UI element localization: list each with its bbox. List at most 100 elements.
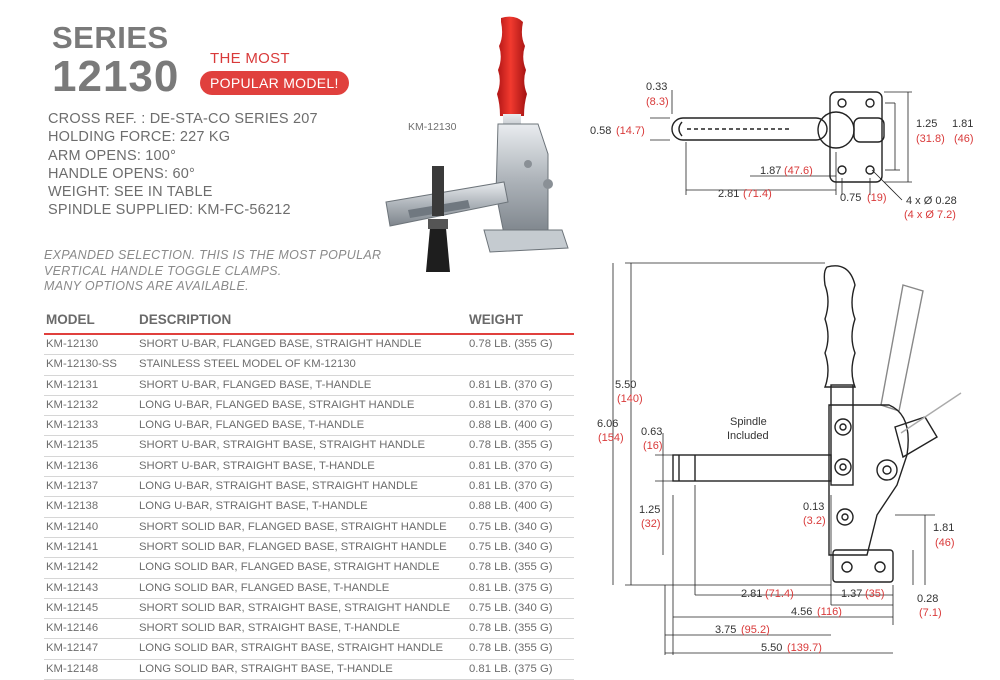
dim-3-2: (3.2) [803, 515, 826, 527]
table-row: KM-12147 LONG SOLID BAR, STRAIGHT BASE, S… [44, 639, 574, 660]
dim-140: (140) [617, 393, 643, 405]
model-cell: KM-12136 [46, 459, 99, 472]
description-cell: SHORT U-BAR, FLANGED BASE, STRAIGHT HAND… [139, 338, 422, 350]
model-cell: KM-12141 [46, 540, 99, 553]
weight-cell: 0.78 LB. (355 G) [469, 561, 553, 574]
weight-cell: 0.81 LB. (370 G) [469, 459, 553, 472]
dim-1-81-side: 1.81 [933, 522, 954, 534]
description-cell: SHORT U-BAR, FLANGED BASE, T-HANDLE [139, 378, 372, 391]
dim-7-1: (7.1) [919, 607, 942, 619]
dim-5-50-h: 5.50 [615, 379, 636, 391]
spec-weight: WEIGHT: SEE IN TABLE [48, 184, 213, 201]
model-cell: KM-12130-SS [46, 358, 117, 371]
weight-cell: 0.81 LB. (370 G) [469, 378, 553, 391]
table-row: KM-12145 SHORT SOLID BAR, STRAIGHT BASE, … [44, 599, 574, 620]
spec-spindle: SPINDLE SUPPLIED: KM-FC-56212 [48, 202, 291, 219]
spec-holding-force: HOLDING FORCE: 227 KG [48, 129, 231, 146]
weight-cell: 0.81 LB. (375 G) [469, 662, 553, 675]
dim-0-58: 0.58 [590, 125, 611, 137]
header-model: MODEL [46, 312, 95, 327]
description-cell: STAINLESS STEEL MODEL OF KM-12130 [139, 358, 356, 371]
dim-1-87: 1.87 [760, 165, 781, 177]
model-cell: KM-12130 [46, 338, 99, 350]
dim-2-81: 2.81 [718, 188, 739, 200]
weight-cell: 0.81 LB. (370 G) [469, 480, 553, 493]
model-cell: KM-12132 [46, 398, 99, 411]
model-cell: KM-12146 [46, 622, 99, 635]
note-line: VERTICAL HANDLE TOGGLE CLAMPS. [44, 263, 282, 278]
product-photo [385, 16, 569, 272]
model-cell: KM-12142 [46, 561, 99, 574]
popular-badge: POPULAR MODEL! [200, 71, 349, 95]
dim-4-56: 4.56 [791, 606, 812, 618]
spindle-label: Spindle [730, 416, 767, 428]
dim-1-81: 1.81 [952, 118, 973, 130]
dim-139-7: (139.7) [787, 642, 822, 654]
series-number: 12130 [52, 52, 180, 101]
table-row: KM-12137 LONG U-BAR, STRAIGHT BASE, STRAI… [44, 477, 574, 498]
product-label: KM-12130 [408, 121, 457, 133]
weight-cell: 0.78 LB. (355 G) [469, 622, 553, 635]
dim-hole: 4 x Ø 0.28 [906, 195, 957, 207]
model-cell: KM-12143 [46, 581, 99, 594]
description-cell: LONG SOLID BAR, STRAIGHT BASE, T-HANDLE [139, 662, 393, 675]
weight-cell: 0.75 LB. (340 G) [469, 540, 553, 553]
table-row: KM-12138 LONG U-BAR, STRAIGHT BASE, T-HAN… [44, 497, 574, 518]
table-body: KM-12130 SHORT U-BAR, FLANGED BASE, STRAI… [44, 335, 574, 680]
dim-1-25: 1.25 [639, 504, 660, 516]
dim-19: (19) [867, 192, 887, 204]
weight-cell: 0.78 LB. (355 G) [469, 439, 553, 452]
description-cell: SHORT U-BAR, STRAIGHT BASE, T-HANDLE [139, 459, 375, 472]
description-cell: LONG SOLID BAR, FLANGED BASE, T-HANDLE [139, 581, 390, 594]
dim-5-50-w: 5.50 [761, 642, 782, 654]
header-weight: WEIGHT [469, 312, 523, 327]
dim-3-75: 3.75 [715, 624, 736, 636]
dim-8-3: (8.3) [646, 96, 669, 108]
dim-1-37: 1.37 [841, 588, 862, 600]
dim-35: (35) [865, 588, 885, 600]
dim-0-63: 0.63 [641, 426, 662, 438]
description-cell: LONG U-BAR, FLANGED BASE, T-HANDLE [139, 419, 365, 432]
table-row: KM-12130-SS STAINLESS STEEL MODEL OF KM-1… [44, 355, 574, 376]
dim-16: (16) [643, 440, 663, 452]
description-cell: SHORT U-BAR, STRAIGHT BASE, STRAIGHT HAN… [139, 439, 426, 452]
table-row: KM-12130 SHORT U-BAR, FLANGED BASE, STRAI… [44, 335, 574, 356]
table-row: KM-12136 SHORT U-BAR, STRAIGHT BASE, T-HA… [44, 457, 574, 478]
model-cell: KM-12147 [46, 642, 99, 655]
spec-list: CROSS REF. : DE-STA-CO SERIES 207 HOLDIN… [48, 110, 318, 220]
spec-handle-opens: HANDLE OPENS: 60° [48, 165, 195, 182]
note-line: EXPANDED SELECTION. THIS IS THE MOST POP… [44, 248, 382, 262]
spec-cross-ref: CROSS REF. : DE-STA-CO SERIES 207 [48, 111, 318, 127]
spec-arm-opens: ARM OPENS: 100° [48, 147, 177, 164]
dim-31-8: (31.8) [916, 133, 945, 145]
description-cell: LONG SOLID BAR, STRAIGHT BASE, STRAIGHT … [139, 642, 444, 655]
weight-cell: 0.88 LB. (400 G) [469, 500, 553, 513]
table-row: KM-12133 LONG U-BAR, FLANGED BASE, T-HAND… [44, 416, 574, 437]
model-cell: KM-12145 [46, 601, 99, 614]
description-cell: LONG U-BAR, STRAIGHT BASE, T-HANDLE [139, 500, 368, 513]
dim-0-33: 0.33 [646, 81, 667, 93]
header-description: DESCRIPTION [139, 312, 232, 327]
model-cell: KM-12137 [46, 480, 99, 493]
description-cell: SHORT SOLID BAR, STRAIGHT BASE, STRAIGHT… [139, 601, 451, 614]
description-cell: LONG U-BAR, STRAIGHT BASE, STRAIGHT HAND… [139, 480, 418, 493]
dim-0-13: 0.13 [803, 501, 824, 513]
dim-71-4: (71.4) [743, 188, 772, 200]
weight-cell: 0.75 LB. (340 G) [469, 520, 553, 533]
model-cell: KM-12138 [46, 500, 99, 513]
weight-cell: 0.88 LB. (400 G) [469, 419, 553, 432]
dim-hole-mm: (4 x Ø 7.2) [904, 209, 956, 221]
model-cell: KM-12133 [46, 419, 99, 432]
dim-0-28: 0.28 [917, 593, 938, 605]
dim-154: (154) [598, 432, 624, 444]
model-cell: KM-12131 [46, 378, 99, 391]
dim-95-2: (95.2) [741, 624, 770, 636]
description-cell: SHORT SOLID BAR, FLANGED BASE, STRAIGHT … [139, 520, 447, 533]
dim-46-side: (46) [935, 537, 955, 549]
dim-46: (46) [954, 133, 974, 145]
